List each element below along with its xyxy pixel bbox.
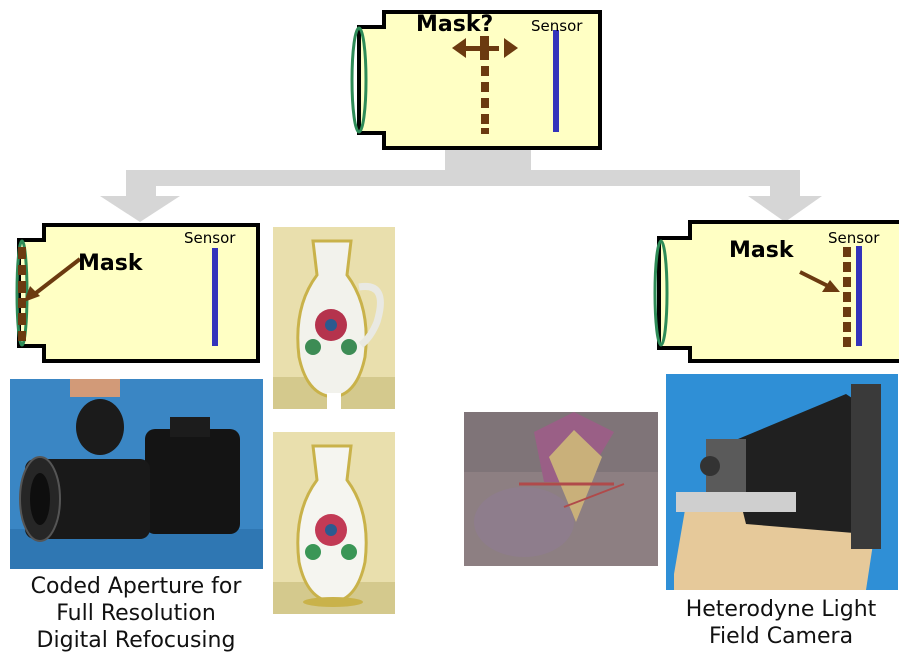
left-mask-label: Mask <box>78 251 143 276</box>
top-camera <box>350 10 602 150</box>
lens-icon <box>653 239 669 347</box>
left-caption-line-1: Coded Aperture for <box>30 574 242 599</box>
lens-icon <box>350 26 368 134</box>
right-camera <box>653 220 899 363</box>
vase-photo-blurred <box>273 227 395 409</box>
left-camera <box>15 223 260 363</box>
top-mask-label: Mask? <box>416 12 494 37</box>
lens-icon <box>15 239 29 347</box>
right-caption-line-1: Heterodyne Light <box>685 597 877 622</box>
mask-icon <box>843 247 851 347</box>
right-mask-label: Mask <box>729 238 794 263</box>
vase-photo-refocused <box>273 432 395 614</box>
sensor-bar-icon <box>553 30 559 132</box>
coded-aperture-camera-photo <box>10 379 263 569</box>
left-caption-line-3: Digital Refocusing <box>36 628 236 653</box>
top-camera-body <box>357 10 602 150</box>
mask-pointer-arrow <box>30 257 82 298</box>
right-camera-body <box>657 220 899 363</box>
left-sensor-label: Sensor <box>184 229 236 247</box>
mask-icon <box>481 66 489 134</box>
right-caption: Heterodyne Light Field Camera <box>664 596 898 650</box>
left-caption: Coded Aperture for Full Resolution Digit… <box>10 573 262 654</box>
heterodyne-camera-photo <box>666 374 898 590</box>
top-sensor-label: Sensor <box>531 17 583 35</box>
double-arrow-icon <box>452 36 518 60</box>
branch-arrow-icon <box>100 148 822 222</box>
light-field-sample-image <box>464 412 658 566</box>
mask-icon <box>18 247 26 341</box>
mask-pointer-arrow <box>799 270 831 289</box>
right-caption-line-2: Field Camera <box>708 624 854 649</box>
left-caption-line-2: Full Resolution <box>56 601 216 626</box>
sensor-bar-icon <box>212 248 218 346</box>
sensor-bar-icon <box>856 246 862 346</box>
right-sensor-label: Sensor <box>828 229 880 247</box>
